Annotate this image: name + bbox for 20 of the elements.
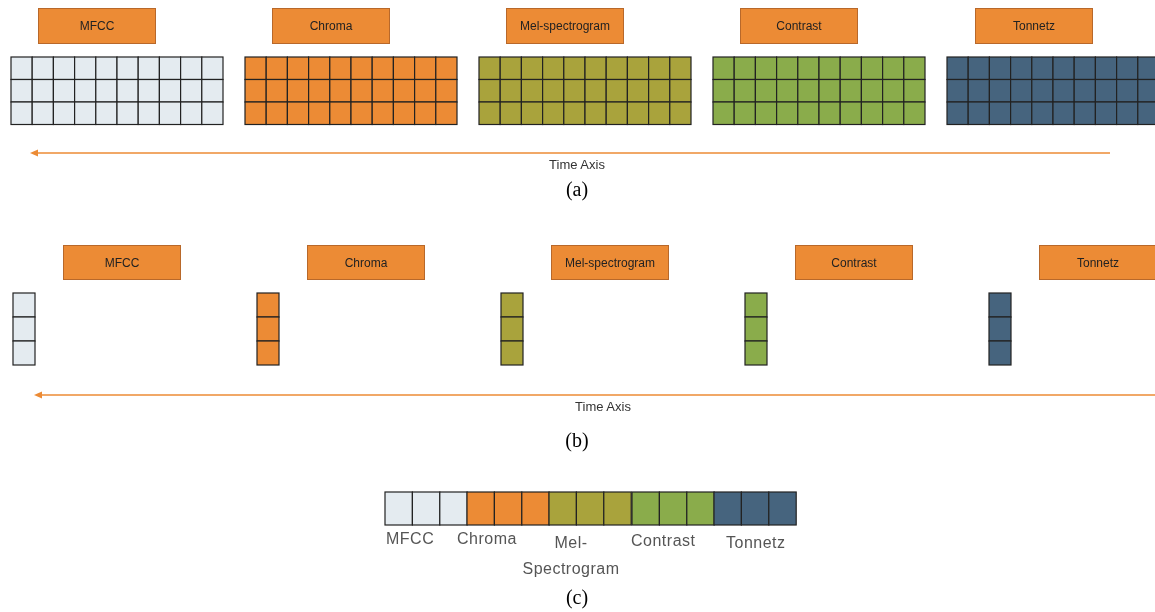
subfigure-label: (b) (564, 429, 590, 452)
legend-label: Tonnetz (726, 534, 786, 552)
feature-label-box: MFCC (63, 245, 181, 280)
feature-label-box: Mel-spectrogram (551, 245, 669, 280)
legend-label: Contrast (631, 532, 696, 550)
subfigure-label: (c) (564, 586, 590, 609)
feature-label-box: Contrast (740, 8, 858, 44)
feature-label-box: MFCC (38, 8, 156, 44)
feature-label-box: Chroma (307, 245, 425, 280)
feature-label-box: Tonnetz (975, 8, 1093, 44)
legend-label: Chroma (457, 530, 517, 548)
feature-label-box: Tonnetz (1039, 245, 1155, 280)
feature-label-box: Mel-spectrogram (506, 8, 624, 44)
axis-label: Time Axis (574, 399, 632, 414)
legend-label: MFCC (386, 530, 435, 548)
feature-label-box: Contrast (795, 245, 913, 280)
subfigure-label: (a) (564, 178, 590, 201)
axis-label: Time Axis (548, 157, 606, 172)
legend-label: Mel- Spectrogram (521, 533, 621, 579)
feature-label-box: Chroma (272, 8, 390, 44)
